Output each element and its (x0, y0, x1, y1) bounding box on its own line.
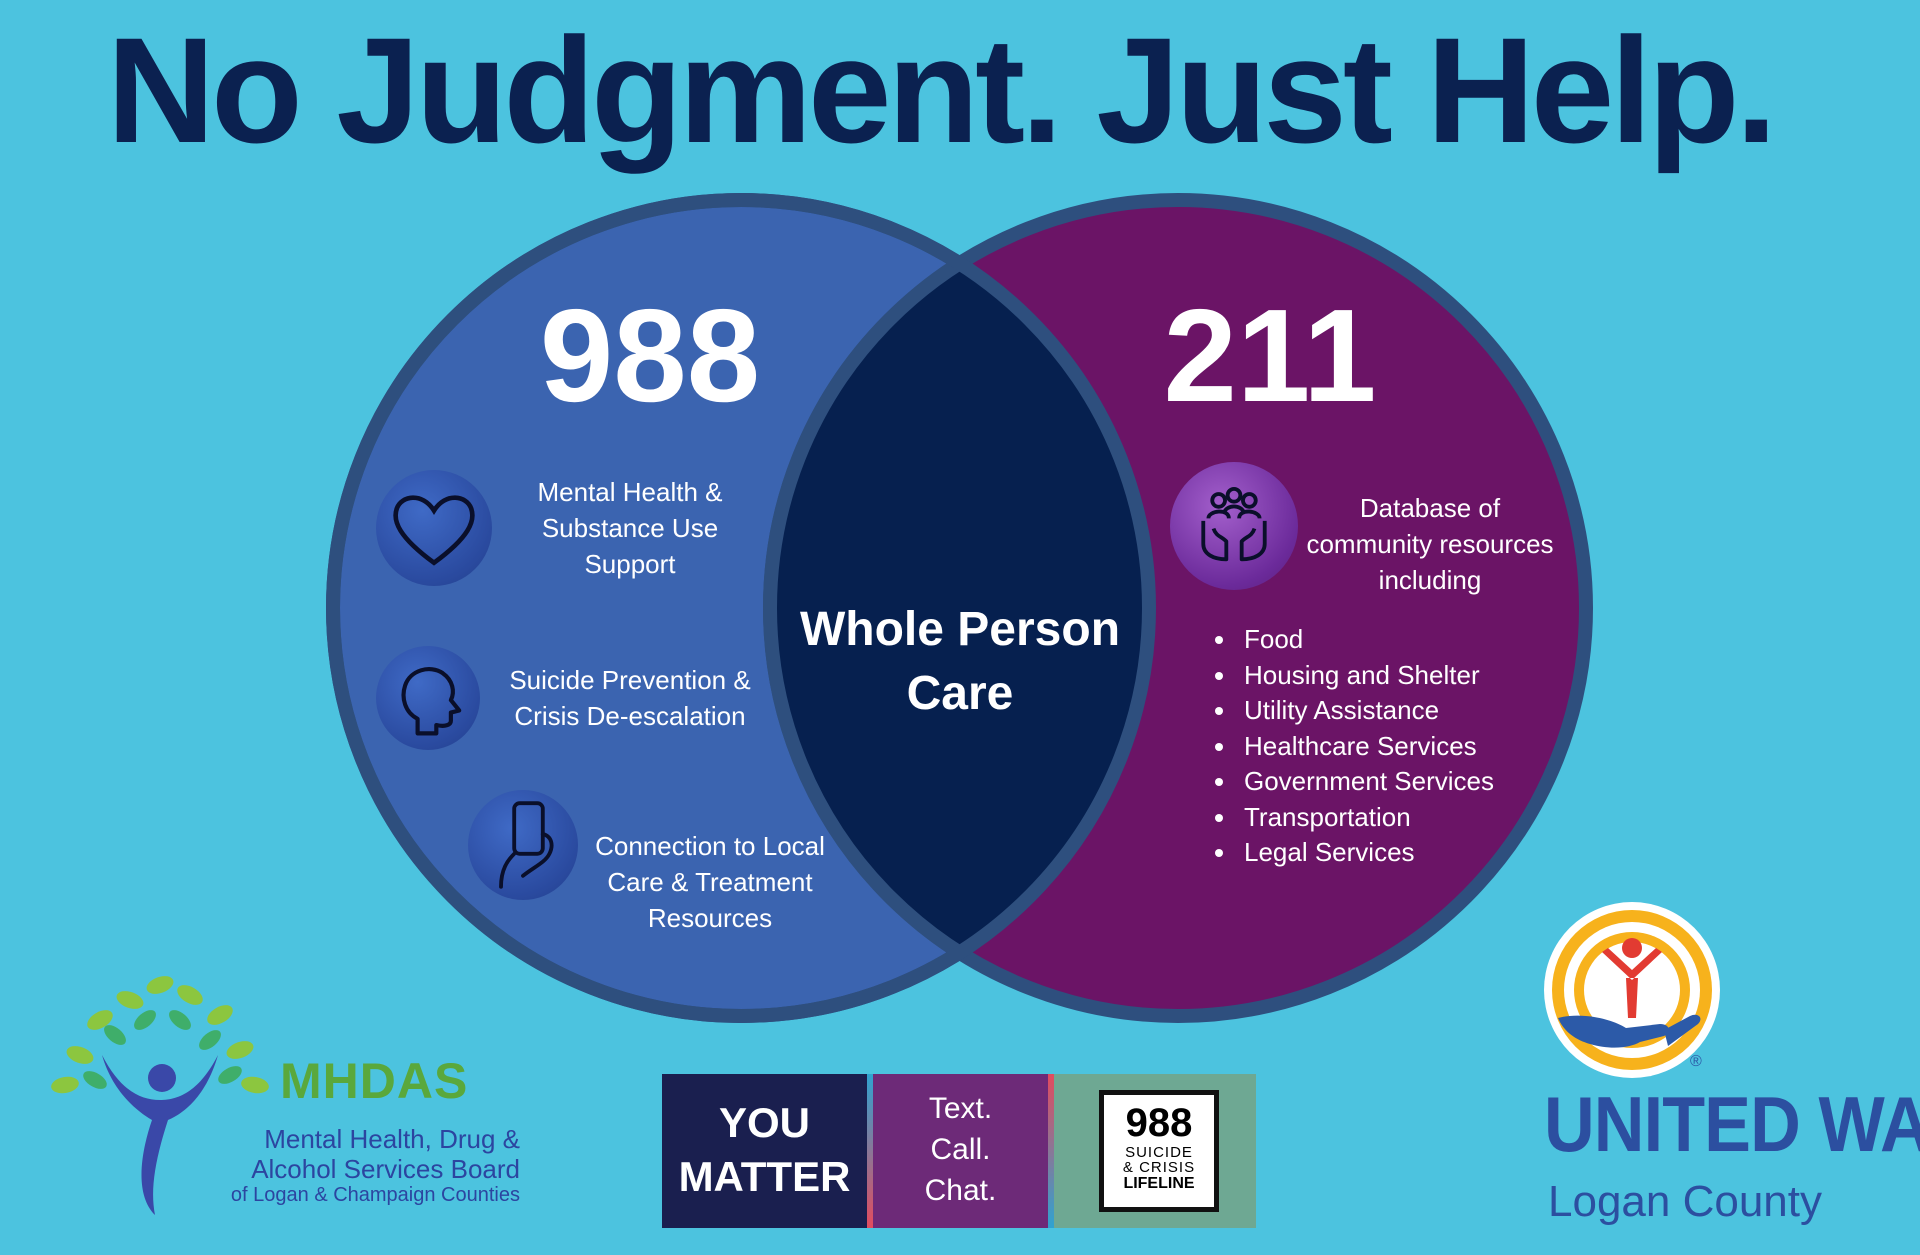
database-intro: Database of community resources includin… (1306, 493, 1554, 595)
phone-hand-icon (468, 790, 578, 900)
united-way-name: UNITED WAY (1544, 1080, 1920, 1168)
you-matter-panel: YOU MATTER (662, 1074, 867, 1228)
page-title: No Judgment. Just Help. (106, 6, 1777, 174)
list-item: Healthcare Services (1238, 729, 1598, 765)
people-hands-icon (1170, 462, 1298, 590)
lifeline-banner: YOU MATTER Text. Call. Chat. 988 SUICIDE… (662, 1074, 1256, 1228)
right-number: 211 (1163, 282, 1377, 429)
item-mental-health: Mental Health & Substance Use Support (537, 477, 723, 579)
heart-icon (376, 470, 492, 586)
list-item: Food (1238, 622, 1598, 658)
text-call-chat-panel: Text. Call. Chat. (873, 1074, 1048, 1228)
united-way-logo: ® UNITED WAY Logan County (1540, 900, 1920, 1240)
item-connection-care: Connection to Local Care & Treatment Res… (595, 831, 825, 933)
lifeline-logo: 988 SUICIDE & CRISIS LIFELINE (1099, 1090, 1219, 1212)
list-item: Utility Assistance (1238, 693, 1598, 729)
mhdas-name: Mental Health, Drug & Alcohol Services B… (230, 1124, 520, 1206)
list-item: Legal Services (1238, 835, 1598, 871)
left-number: 988 (539, 282, 761, 429)
resource-list: Food Housing and Shelter Utility Assista… (1208, 622, 1598, 871)
center-label: Whole Person Care (799, 603, 1121, 720)
tree-person-icon (51, 976, 269, 1215)
list-item: Transportation (1238, 800, 1598, 836)
item-suicide-prevention: Suicide Prevention & Crisis De-escalatio… (509, 665, 751, 731)
registered-mark: ® (1690, 1053, 1702, 1070)
list-item: Housing and Shelter (1238, 658, 1598, 694)
mhdas-acronym: MHDAS (280, 1053, 469, 1109)
lifeline-logo-panel: 988 SUICIDE & CRISIS LIFELINE (1054, 1074, 1256, 1228)
head-icon (376, 646, 480, 750)
mhdas-logo: MHDAS Mental Health, Drug & Alcohol Serv… (40, 960, 520, 1220)
list-item: Government Services (1238, 764, 1598, 800)
intersection (763, 200, 1149, 1016)
united-way-hand-icon: ® (1544, 902, 1720, 1078)
united-way-county: Logan County (1548, 1177, 1822, 1226)
